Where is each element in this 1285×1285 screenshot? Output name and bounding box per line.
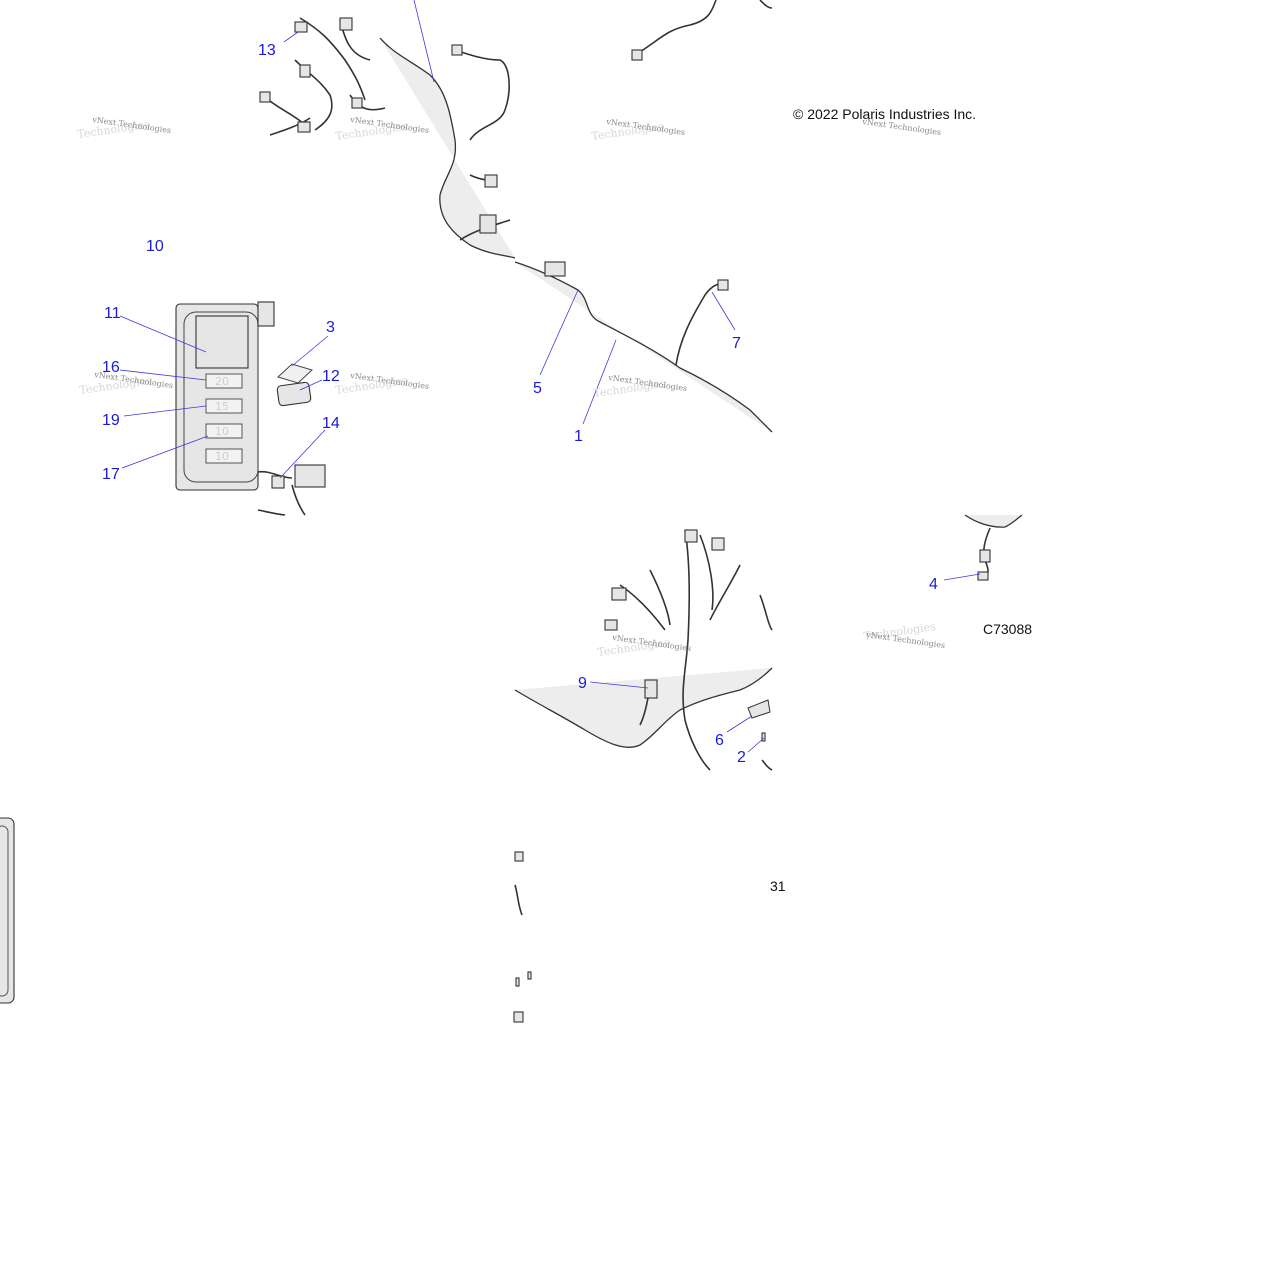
callout-11: 11 — [104, 305, 121, 322]
callout-6: 6 — [715, 732, 724, 749]
loose-small-parts — [513, 851, 532, 1023]
fuse-box: 20 15 10 10 — [175, 301, 326, 516]
fuse-label-20: 20 — [215, 375, 229, 388]
fuse-label-10b: 10 — [215, 450, 229, 463]
figure-id: C73088 — [983, 621, 1033, 637]
fuse-label-15: 15 — [215, 400, 229, 413]
callout-2: 2 — [737, 749, 746, 766]
relay-item-12 — [276, 381, 312, 407]
callout-3: 3 — [326, 319, 335, 336]
upper-harness-assembly — [259, 17, 516, 259]
callout-16: 16 — [102, 359, 120, 376]
callout-17: 17 — [102, 466, 120, 483]
fuse-item-3 — [277, 363, 313, 384]
right-harness-segment — [964, 514, 1023, 581]
callout-9: 9 — [578, 675, 587, 692]
callout-10: 10 — [146, 238, 164, 255]
callouts: 1 2 3 4 5 6 7 9 10 11 12 13 14 16 17 19 — [102, 42, 938, 766]
callout-19: 19 — [102, 412, 120, 429]
callout-5: 5 — [533, 380, 542, 397]
connector-item-14 — [271, 475, 285, 489]
lower-harness-assembly — [514, 529, 773, 771]
cropped-label-fragment: 31 — [770, 878, 786, 894]
leader-lines — [119, 0, 981, 753]
main-harness-1 — [514, 261, 773, 433]
callout-12: 12 — [322, 368, 340, 385]
callout-1: 1 — [574, 428, 583, 445]
callout-13: 13 — [258, 42, 276, 59]
callout-4: 4 — [929, 576, 938, 593]
fuse-label-10a: 10 — [215, 425, 229, 438]
left-edge-fuse-box-fragment — [0, 817, 15, 1004]
top-right-wire-segment — [631, 0, 773, 61]
callout-7: 7 — [732, 335, 741, 352]
callout-14: 14 — [322, 415, 340, 432]
copyright-notice: © 2022 Polaris Industries Inc. — [793, 106, 977, 122]
